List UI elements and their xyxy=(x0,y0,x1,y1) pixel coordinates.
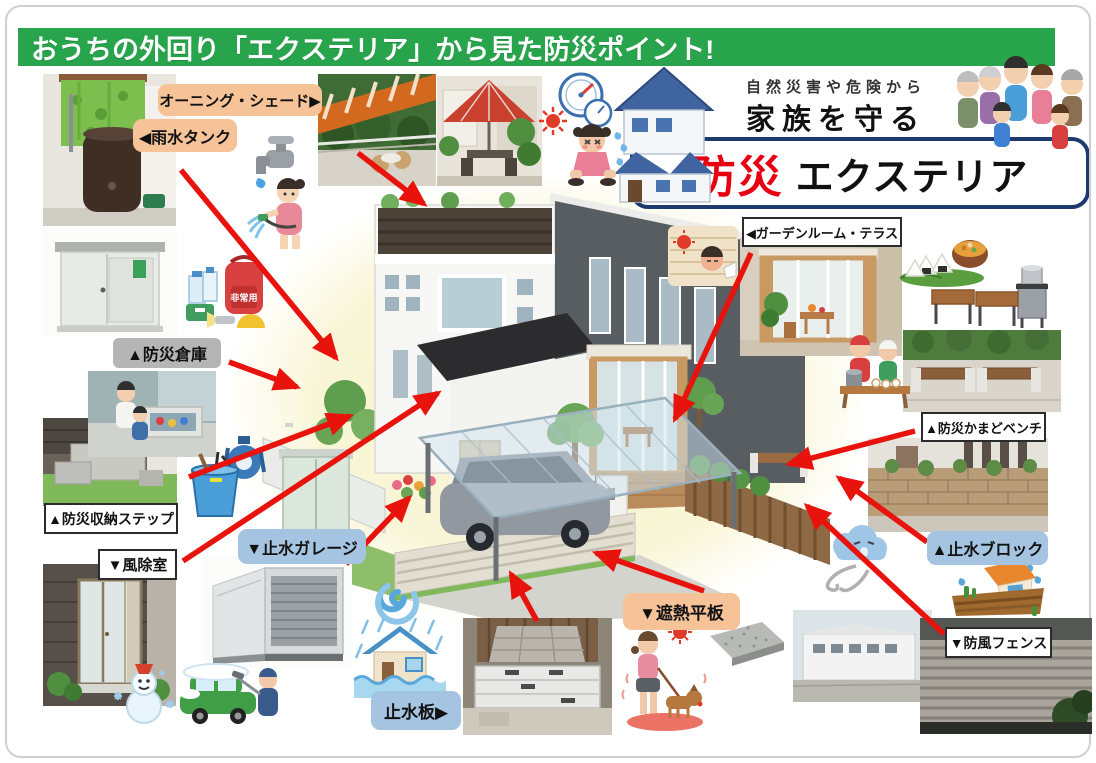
emergency-kit-icon: 非常用 xyxy=(181,248,272,334)
awning-photo xyxy=(318,74,436,186)
label-awning-shade: オーニング・シェード▶ xyxy=(158,84,322,116)
banner-title-rest: エクステリア xyxy=(795,156,1029,199)
sun-icon xyxy=(538,106,568,136)
snow-car-icon xyxy=(176,654,284,730)
barometer-icon xyxy=(556,72,614,130)
kamado-bench-photo xyxy=(903,330,1061,412)
hot-balcony-icon xyxy=(666,224,740,288)
label-kamado-bench: ▲防災かまどベンチ xyxy=(921,412,1046,442)
heatstroke-girl-icon xyxy=(554,118,634,190)
snowman-icon xyxy=(110,660,178,726)
emergency-bag-text: 非常用 xyxy=(230,292,257,303)
house-icon xyxy=(613,66,715,203)
label-bofu-fence: ▼防風フェンス xyxy=(945,627,1052,658)
parasol-terrace-photo xyxy=(437,76,542,186)
label-bosai-soko: ▲防災倉庫 xyxy=(113,338,221,368)
cooking-women-icon xyxy=(836,328,914,410)
flood-house-icon xyxy=(354,618,446,698)
garden-room-photo xyxy=(740,238,902,356)
label-shisui-ban: 止水板▶ xyxy=(371,691,461,730)
paving-stone-photo xyxy=(698,600,792,682)
label-shisui-garage: ▼止水ガレージ xyxy=(238,529,366,564)
mudslide-house-icon xyxy=(948,554,1048,620)
white-building-photo xyxy=(793,610,932,702)
block-wall-photo xyxy=(868,438,1048,532)
flood-barrier-photo xyxy=(463,618,612,735)
label-garden-room: ◀ガーデンルーム・テラス xyxy=(742,217,902,247)
garage-shutter-photo xyxy=(203,556,352,668)
label-fujoshitsu: ▼風除室 xyxy=(98,549,177,580)
label-rain-tank: ◀雨水タンク xyxy=(133,119,237,152)
banner-tagline: 自然災害や危険から xyxy=(745,79,926,96)
typhoon-icon xyxy=(360,564,432,628)
label-shisui-block: ▲止水ブロック xyxy=(927,531,1048,565)
dog-walk-heat-icon xyxy=(620,612,710,734)
onigiri-soup-icon xyxy=(898,232,992,290)
page-title-bar: おうちの外回り「エクステリア」から見た防災ポイント! xyxy=(18,28,1055,66)
banner-title-box: 防災 エクステリア xyxy=(630,137,1090,209)
bucket-hose-reel-icon xyxy=(184,428,272,522)
page-title: おうちの外回り「エクステリア」から見た防災ポイント! xyxy=(31,34,715,65)
banner-subtitle: 家族を守る xyxy=(745,104,926,136)
family-icon xyxy=(957,56,1083,149)
wind-cloud-icon xyxy=(816,520,894,602)
label-shanetsu-heiban: ▼遮熱平板 xyxy=(623,593,740,630)
watering-girl-icon xyxy=(246,176,312,254)
label-storage-step: ▲防災収納ステップ xyxy=(44,503,178,534)
storage-shed-photo xyxy=(43,228,177,336)
